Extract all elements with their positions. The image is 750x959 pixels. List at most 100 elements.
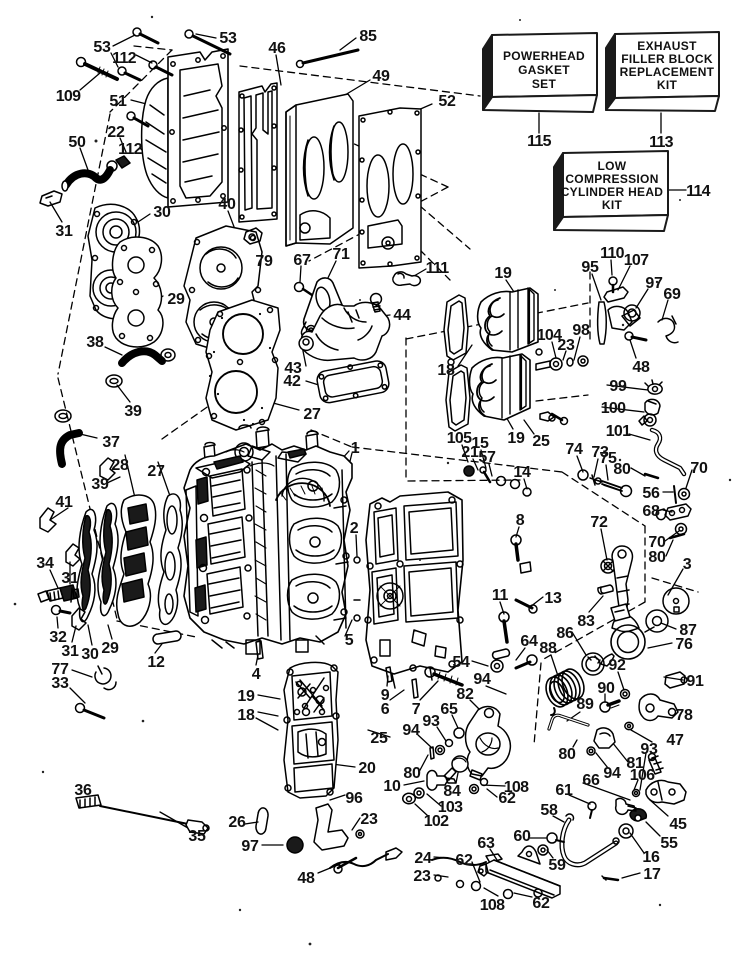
svg-text:10: 10 xyxy=(383,778,401,795)
svg-text:80: 80 xyxy=(613,461,631,478)
svg-text:6: 6 xyxy=(381,701,390,718)
svg-text:75: 75 xyxy=(599,450,617,467)
svg-text:74: 74 xyxy=(565,441,583,458)
svg-text:54: 54 xyxy=(452,654,470,671)
svg-text:27: 27 xyxy=(147,463,165,480)
svg-text:EXHAUST: EXHAUST xyxy=(637,39,697,53)
svg-text:80: 80 xyxy=(403,765,421,782)
svg-text:62: 62 xyxy=(498,790,516,807)
svg-text:114: 114 xyxy=(686,183,711,200)
svg-text:51: 51 xyxy=(109,93,127,110)
svg-text:36: 36 xyxy=(74,782,92,799)
svg-text:CYLINDER HEAD: CYLINDER HEAD xyxy=(561,185,664,199)
svg-text:87: 87 xyxy=(679,622,697,639)
svg-text:80: 80 xyxy=(648,549,666,566)
svg-text:POWERHEAD: POWERHEAD xyxy=(503,49,585,63)
svg-text:25: 25 xyxy=(370,730,388,747)
svg-text:8: 8 xyxy=(516,512,525,529)
svg-text:KIT: KIT xyxy=(657,78,678,92)
svg-text:31: 31 xyxy=(55,223,73,240)
svg-text:15: 15 xyxy=(471,435,489,452)
svg-text:99: 99 xyxy=(609,378,627,395)
svg-text:12: 12 xyxy=(147,654,165,671)
svg-text:111: 111 xyxy=(426,260,450,277)
svg-text:GASKET: GASKET xyxy=(518,63,570,77)
svg-text:40: 40 xyxy=(218,196,236,213)
svg-text:11: 11 xyxy=(492,587,509,604)
svg-text:31: 31 xyxy=(61,643,79,660)
svg-text:82: 82 xyxy=(456,686,474,703)
svg-text:108: 108 xyxy=(480,897,505,914)
svg-text:14: 14 xyxy=(513,464,531,481)
svg-text:34: 34 xyxy=(36,555,54,572)
svg-text:1: 1 xyxy=(351,440,360,457)
svg-text:112: 112 xyxy=(118,141,143,158)
svg-text:66: 66 xyxy=(582,772,600,789)
svg-text:47: 47 xyxy=(666,732,684,749)
svg-text:108: 108 xyxy=(504,779,529,796)
svg-text:76: 76 xyxy=(675,636,693,653)
svg-text:70: 70 xyxy=(690,460,708,477)
svg-text:23: 23 xyxy=(557,337,575,354)
svg-text:3: 3 xyxy=(683,556,692,573)
svg-text:98: 98 xyxy=(572,322,590,339)
svg-text:24: 24 xyxy=(414,850,432,867)
svg-text:58: 58 xyxy=(540,802,558,819)
svg-text:39: 39 xyxy=(91,476,109,493)
svg-text:32: 32 xyxy=(49,629,67,646)
svg-text:26: 26 xyxy=(228,814,246,831)
svg-text:44: 44 xyxy=(393,307,411,324)
svg-text:18: 18 xyxy=(437,362,455,379)
svg-text:7: 7 xyxy=(412,701,421,718)
svg-text:83: 83 xyxy=(577,613,595,630)
svg-text:97: 97 xyxy=(645,275,663,292)
svg-text:23: 23 xyxy=(360,811,378,828)
svg-text:96: 96 xyxy=(345,790,363,807)
svg-text:18: 18 xyxy=(237,707,255,724)
svg-text:27: 27 xyxy=(303,406,321,423)
svg-text:13: 13 xyxy=(544,590,562,607)
svg-text:23: 23 xyxy=(413,868,431,885)
svg-text:4: 4 xyxy=(252,666,261,683)
svg-text:71: 71 xyxy=(332,246,350,263)
svg-text:106: 106 xyxy=(630,767,655,784)
svg-text:94: 94 xyxy=(603,765,621,782)
svg-text:68: 68 xyxy=(642,503,660,520)
svg-text:45: 45 xyxy=(669,816,687,833)
svg-text:62: 62 xyxy=(532,895,550,912)
svg-text:94: 94 xyxy=(473,671,491,688)
svg-text:59: 59 xyxy=(548,857,566,874)
svg-text:73: 73 xyxy=(591,444,609,461)
svg-text:70: 70 xyxy=(648,534,666,551)
svg-text:57: 57 xyxy=(478,449,496,466)
svg-text:78: 78 xyxy=(675,707,693,724)
svg-text:35: 35 xyxy=(188,828,206,845)
svg-text:93: 93 xyxy=(640,741,658,758)
svg-text:33: 33 xyxy=(51,675,69,692)
svg-text:31: 31 xyxy=(61,570,79,587)
svg-text:62: 62 xyxy=(455,852,473,869)
svg-text:48: 48 xyxy=(297,870,315,887)
svg-text:92: 92 xyxy=(608,657,626,674)
svg-text:103: 103 xyxy=(438,799,463,816)
svg-text:102: 102 xyxy=(424,813,449,830)
svg-text:55: 55 xyxy=(660,835,678,852)
svg-text:28: 28 xyxy=(111,457,129,474)
svg-text:17: 17 xyxy=(643,866,661,883)
svg-text:25: 25 xyxy=(532,433,550,450)
svg-text:115: 115 xyxy=(527,133,552,150)
svg-text:113: 113 xyxy=(649,134,674,151)
svg-text:48: 48 xyxy=(632,359,650,376)
svg-text:100: 100 xyxy=(601,400,626,417)
svg-text:107: 107 xyxy=(624,252,649,269)
svg-text:88: 88 xyxy=(539,640,557,657)
svg-text:93: 93 xyxy=(422,713,440,730)
svg-text:30: 30 xyxy=(153,204,171,221)
svg-text:69: 69 xyxy=(663,286,681,303)
svg-text:COMPRESSION: COMPRESSION xyxy=(565,172,658,186)
svg-text:39: 39 xyxy=(124,403,142,420)
svg-text:29: 29 xyxy=(101,640,119,657)
svg-text:67: 67 xyxy=(293,252,311,269)
svg-text:FILLER BLOCK: FILLER BLOCK xyxy=(621,52,713,66)
svg-text:79: 79 xyxy=(255,253,273,270)
